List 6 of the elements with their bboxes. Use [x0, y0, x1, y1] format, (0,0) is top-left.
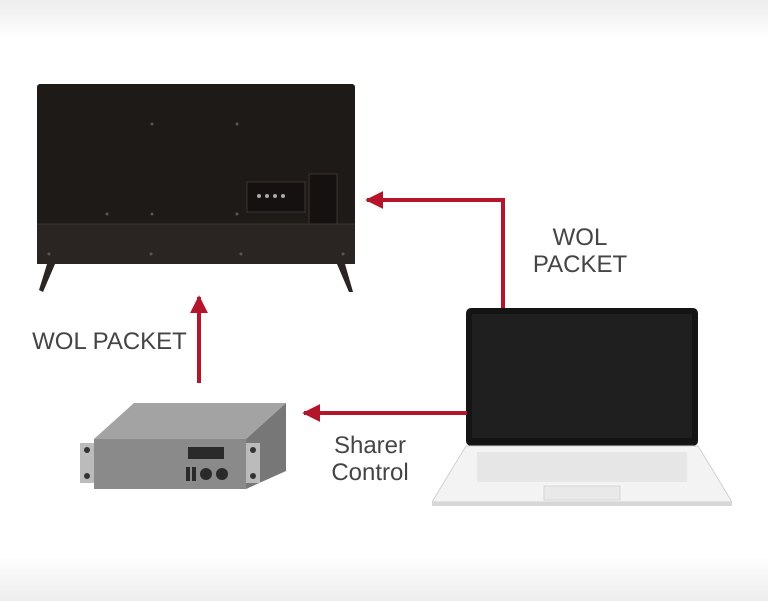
edge-label: WOL PACKET	[31, 328, 188, 355]
arrow	[190, 295, 208, 383]
arrow	[365, 191, 505, 308]
arrow	[302, 404, 467, 422]
edge-label: Sharer Control	[330, 432, 410, 486]
edge-label: WOL PACKET	[532, 224, 628, 278]
